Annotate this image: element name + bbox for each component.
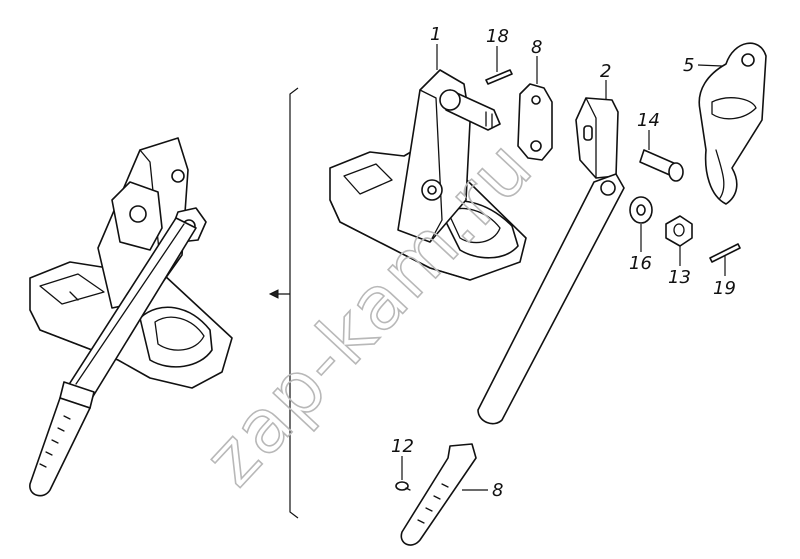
callout-19: 19 (713, 278, 736, 299)
part-12-screw (395, 481, 411, 491)
callout-labels: 1 18 8 2 5 14 16 13 19 12 8 (391, 24, 736, 501)
assembled-latch-drawing (29, 137, 233, 497)
callout-14: 14 (637, 110, 660, 131)
callout-5: 5 (683, 55, 694, 76)
part-8-grip (400, 443, 477, 546)
part-2-lever (477, 97, 625, 425)
part-18-cotter-pin (485, 69, 513, 85)
part-5-hook (698, 42, 767, 205)
callout-13: 13 (668, 267, 691, 288)
callout-8-bottom: 8 (492, 480, 503, 501)
callout-2: 2 (600, 61, 611, 82)
part-1-main-bracket (329, 69, 527, 281)
callout-18: 18 (486, 26, 509, 47)
part-19-cotter-pin (709, 243, 741, 263)
part-13-castle-nut (665, 215, 693, 247)
leader-lines (401, 44, 726, 491)
part-16-washer (629, 196, 653, 224)
part-8-plate (517, 83, 553, 161)
callout-12: 12 (391, 436, 414, 457)
callout-16: 16 (629, 253, 652, 274)
callout-8-top: 8 (531, 37, 542, 58)
exploded-view-bracket (268, 87, 299, 519)
callout-1: 1 (430, 24, 441, 45)
part-14-pin (639, 149, 684, 182)
